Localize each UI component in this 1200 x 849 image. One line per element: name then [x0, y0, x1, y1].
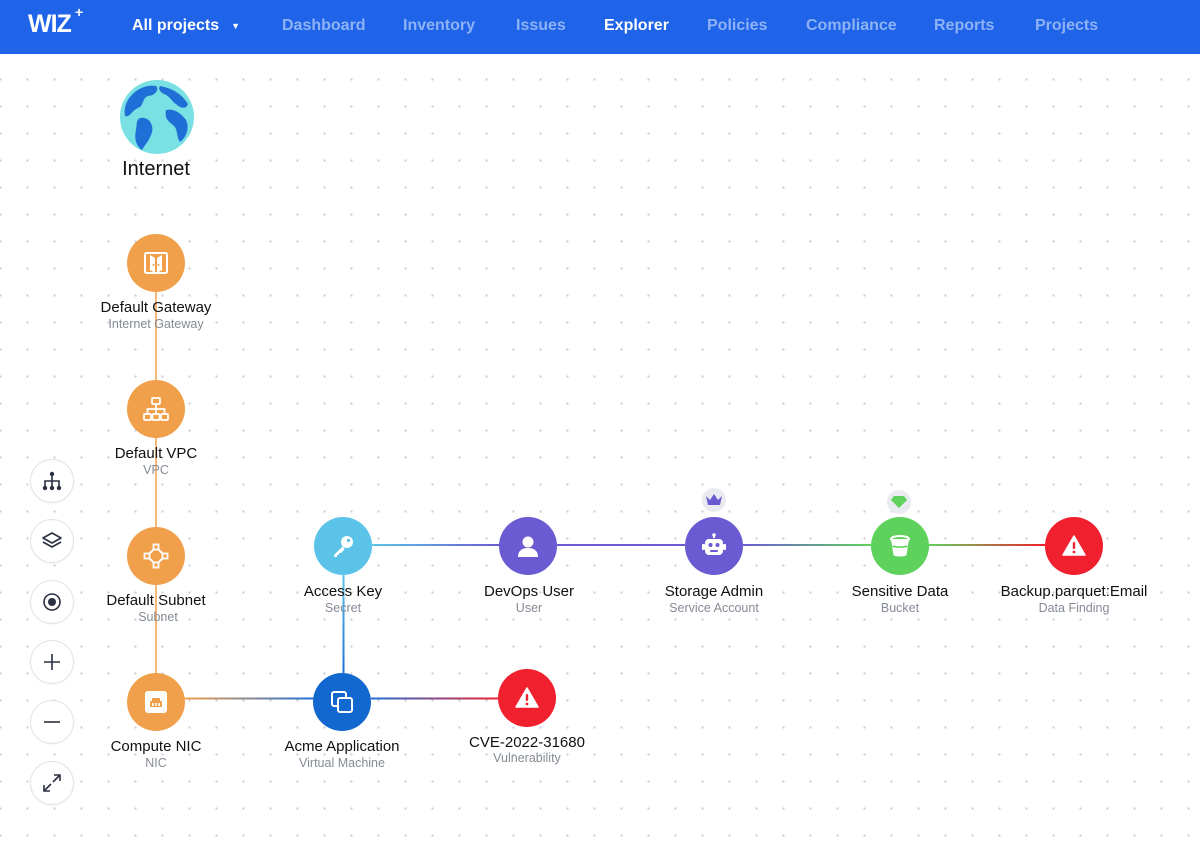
- user-icon: [518, 536, 538, 557]
- vm-sublabel: Virtual Machine: [299, 756, 385, 770]
- gateway-sublabel: Internet Gateway: [108, 317, 204, 331]
- nic-node[interactable]: [127, 673, 185, 731]
- nav-policies[interactable]: Policies: [707, 17, 768, 34]
- edge-vm-cve: [371, 697, 499, 700]
- devops-user-node[interactable]: [499, 517, 557, 575]
- storage-admin-sublabel: Service Account: [669, 601, 759, 615]
- admin-badge: [702, 488, 726, 512]
- top-navigation-bar: WIZ + All projects ▼ Dashboard Inventory…: [0, 0, 1200, 54]
- cve-label: CVE-2022-31680: [469, 734, 585, 751]
- internet-label: Internet: [122, 158, 190, 180]
- hierarchy-icon: [42, 471, 62, 491]
- project-selector[interactable]: All projects ▼: [132, 17, 240, 35]
- sensitive-data-sublabel: Bucket: [880, 601, 920, 615]
- nav-inventory[interactable]: Inventory: [403, 17, 476, 34]
- storage-admin-label: Storage Admin: [664, 583, 764, 600]
- layers-button[interactable]: [30, 519, 74, 563]
- subnet-label: Default Subnet: [106, 592, 206, 609]
- caret-down-icon: ▼: [231, 21, 241, 31]
- network-icon: [143, 397, 169, 421]
- focus-icon: [43, 593, 61, 611]
- sensitive-badge: [887, 490, 911, 514]
- data-finding-node[interactable]: [1045, 517, 1103, 575]
- gateway-node[interactable]: [127, 234, 185, 292]
- vm-node[interactable]: [313, 673, 371, 731]
- nav-reports[interactable]: Reports: [934, 17, 995, 34]
- devops-user-label: DevOps User: [483, 583, 575, 600]
- ethernet-port-icon: [145, 691, 167, 713]
- project-selector-label: All projects: [132, 17, 220, 34]
- access-key-label: Access Key: [303, 583, 383, 600]
- virtual-machine-icon: [331, 691, 353, 713]
- nic-sublabel: NIC: [145, 756, 167, 770]
- globe-icon: [120, 80, 194, 154]
- edge-vm-access-key: [342, 575, 345, 673]
- sparkle-icon: +: [75, 4, 83, 20]
- edge-admin-data: [743, 544, 871, 546]
- zoom-out-icon: [44, 721, 60, 723]
- devops-user-sublabel: User: [515, 601, 543, 615]
- focus-button[interactable]: [30, 580, 74, 624]
- edge-nic-vm: [185, 697, 314, 700]
- access-key-sublabel: Secret: [324, 601, 362, 615]
- access-key-node[interactable]: [314, 517, 372, 575]
- zoom-out-button[interactable]: [30, 700, 74, 744]
- nav-dashboard[interactable]: Dashboard: [282, 17, 366, 34]
- sensitive-data-label: Sensitive Data: [851, 583, 949, 600]
- bucket-icon: [890, 535, 910, 557]
- gateway-label: Default Gateway: [100, 299, 212, 316]
- vm-label: Acme Application: [284, 738, 400, 755]
- warning-icon: [1062, 535, 1086, 556]
- logo-text: WIZ: [28, 10, 72, 38]
- fit-screen-button[interactable]: [30, 761, 74, 805]
- layout-hierarchy-button[interactable]: [30, 459, 74, 503]
- nav-explorer[interactable]: Explorer: [604, 17, 669, 34]
- data-finding-label: Backup.parquet:Email: [1000, 583, 1148, 600]
- nav-compliance[interactable]: Compliance: [806, 17, 897, 34]
- robot-icon: [702, 533, 726, 555]
- edge-access-key-user: [372, 544, 500, 546]
- vpc-sublabel: VPC: [143, 463, 169, 477]
- storage-admin-node[interactable]: [685, 517, 743, 575]
- subnet-icon: [143, 543, 169, 569]
- warning-icon: [515, 687, 539, 708]
- nav-issues[interactable]: Issues: [516, 17, 566, 34]
- nav-projects[interactable]: Projects: [1035, 17, 1099, 34]
- wiz-logo[interactable]: WIZ +: [28, 4, 88, 44]
- subnet-node[interactable]: [127, 527, 185, 585]
- cve-node[interactable]: [498, 669, 556, 727]
- gateway-icon: [144, 252, 168, 274]
- key-icon: [334, 536, 353, 557]
- data-finding-sublabel: Data Finding: [1038, 601, 1110, 615]
- vpc-node[interactable]: [127, 380, 185, 438]
- nic-label: Compute NIC: [110, 738, 202, 755]
- zoom-in-icon: [44, 654, 60, 670]
- sensitive-data-node[interactable]: [871, 517, 929, 575]
- edge-data-finding: [928, 544, 1045, 546]
- edge-user-admin: [557, 544, 685, 546]
- zoom-in-button[interactable]: [30, 640, 74, 684]
- cve-sublabel: Vulnerability: [493, 751, 561, 765]
- internet-node[interactable]: [120, 80, 194, 154]
- crown-icon: [706, 494, 722, 505]
- vpc-label: Default VPC: [114, 445, 198, 462]
- fit-screen-icon: [43, 774, 61, 792]
- layers-icon: [42, 532, 62, 548]
- gem-icon: [891, 496, 907, 508]
- subnet-sublabel: Subnet: [138, 610, 178, 624]
